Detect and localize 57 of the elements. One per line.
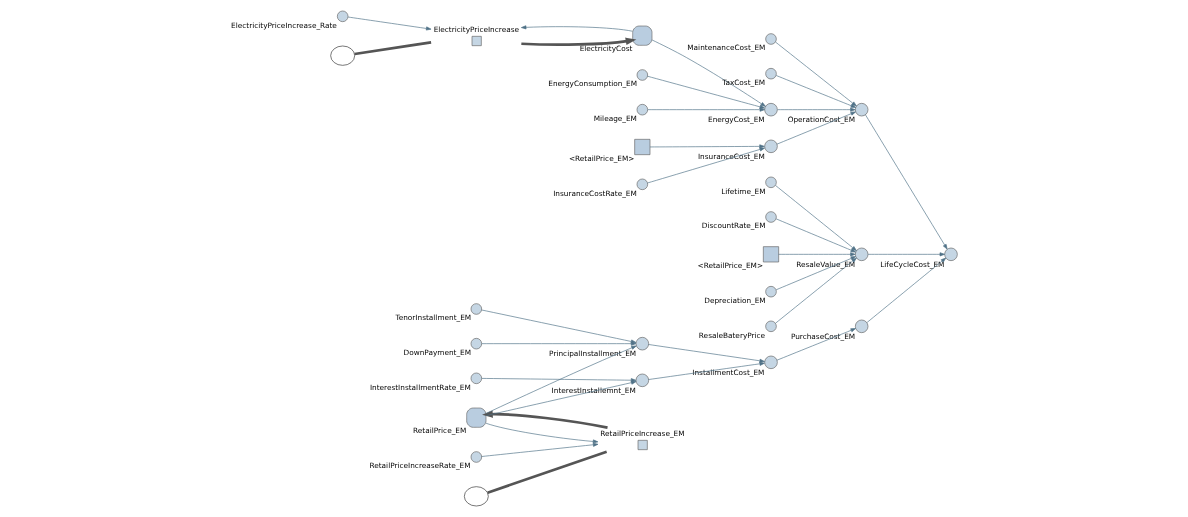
node-circle <box>765 176 777 188</box>
node-circle <box>636 69 648 81</box>
connector <box>354 41 432 56</box>
arrow <box>648 361 765 380</box>
arrow <box>775 218 857 253</box>
node-circle <box>764 139 778 153</box>
node-cloud <box>464 486 489 507</box>
arrow <box>775 256 857 291</box>
arrow <box>867 252 945 257</box>
node-circle <box>636 178 648 190</box>
arrow <box>775 257 857 324</box>
arrow <box>776 111 856 145</box>
node-circle <box>470 451 482 463</box>
arrow <box>521 37 637 46</box>
arrow <box>775 75 857 108</box>
arrow <box>649 144 765 149</box>
arrow <box>647 107 765 112</box>
node-circle <box>635 373 649 387</box>
node-circle <box>635 337 649 351</box>
arrow <box>347 16 432 31</box>
connector <box>487 450 608 494</box>
arrow <box>775 41 857 107</box>
arrow <box>777 107 856 112</box>
arrow <box>481 378 637 383</box>
arrow <box>485 345 637 414</box>
arrow <box>651 39 766 107</box>
node-circle <box>470 338 482 350</box>
node-circle <box>764 103 778 117</box>
arrow <box>775 185 857 251</box>
node-circle <box>944 247 958 261</box>
arrow <box>865 114 948 250</box>
node-box <box>634 139 651 155</box>
node-circle <box>765 211 777 223</box>
arrow <box>485 380 637 416</box>
node-circle <box>765 320 777 332</box>
node-circle <box>337 10 349 22</box>
node-circle <box>765 33 777 45</box>
node-circle <box>855 319 869 333</box>
node-circle <box>764 355 778 369</box>
node-circle <box>470 372 482 384</box>
arrow <box>866 257 947 323</box>
node-circle <box>855 103 869 117</box>
arrow <box>647 75 765 109</box>
arrow <box>647 147 765 184</box>
node-circle <box>765 68 777 80</box>
node-box <box>763 246 779 263</box>
node-circle <box>470 303 482 315</box>
arrow <box>778 252 856 257</box>
arrow <box>776 328 856 361</box>
arrow <box>648 344 765 363</box>
node-circle <box>636 104 648 116</box>
node-circle <box>765 286 777 298</box>
node-cloud <box>330 45 355 66</box>
node-circle <box>855 247 869 261</box>
arrow <box>521 25 633 32</box>
arrow <box>481 442 599 457</box>
arrow <box>485 422 599 444</box>
